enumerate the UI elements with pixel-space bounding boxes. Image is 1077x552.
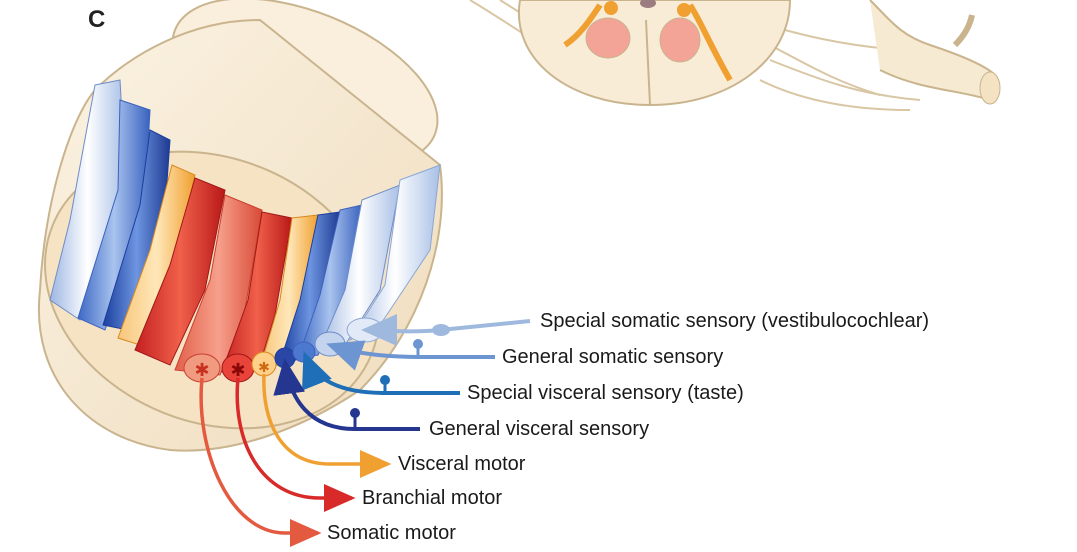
svg-text:✱: ✱ xyxy=(258,359,270,375)
spinal-cord-section xyxy=(470,0,1000,110)
label-somatic-motor: Somatic motor xyxy=(327,522,456,544)
label-special-somatic-sensory: Special somatic sensory (vestibulocochle… xyxy=(540,310,929,332)
label-special-visceral-sensory: Special visceral sensory (taste) xyxy=(467,382,744,404)
svg-text:✱: ✱ xyxy=(230,360,245,380)
label-visceral-motor: Visceral motor xyxy=(398,453,525,475)
svg-text:✱: ✱ xyxy=(194,360,209,380)
label-branchial-motor: Branchial motor xyxy=(362,487,502,509)
label-general-somatic-sensory: General somatic sensory xyxy=(502,346,723,368)
label-general-visceral-sensory: General visceral sensory xyxy=(429,418,649,440)
